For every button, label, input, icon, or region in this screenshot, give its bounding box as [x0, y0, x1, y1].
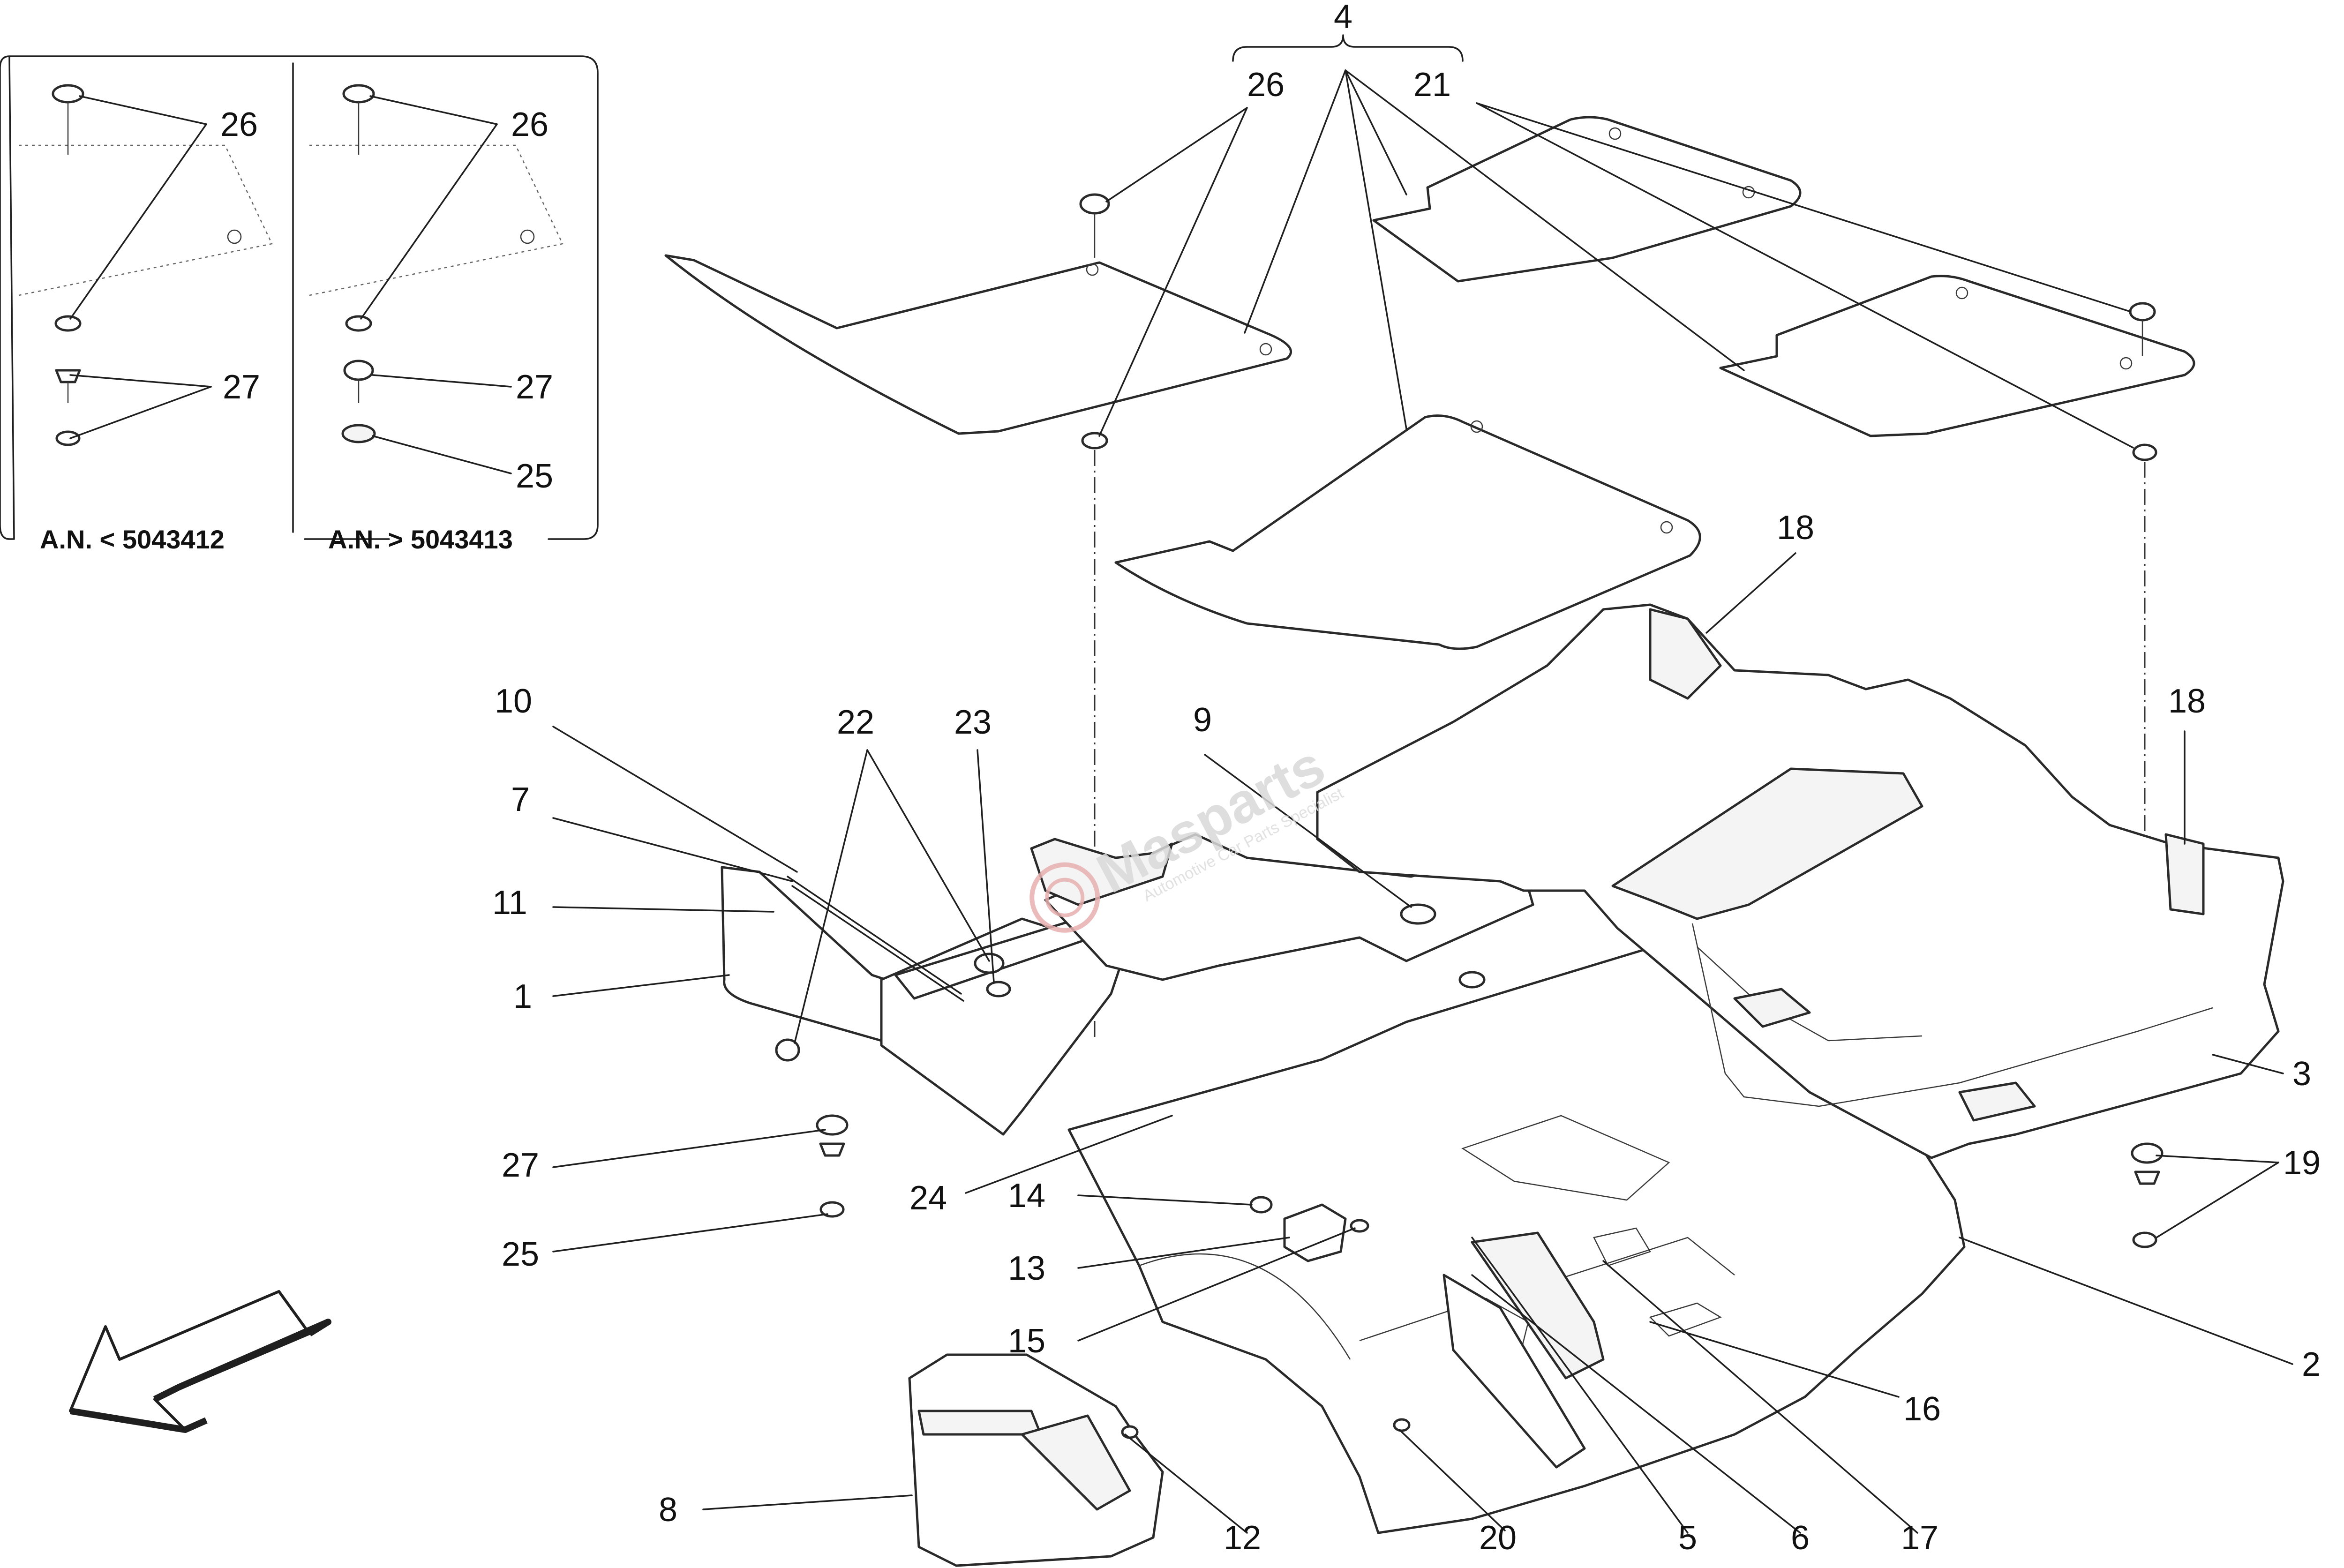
- inset-panel: 26 27 26 27 25 A.N. < 5043412 A.N. > 504…: [0, 55, 599, 554]
- callout-18a: 18: [1777, 509, 1814, 547]
- callout-19: 19: [2283, 1144, 2321, 1182]
- callout-27: 27: [502, 1147, 539, 1184]
- callout-numbers: 4 26 21 18 18 10 7 11 1 22 23 9 27 25 24…: [492, 0, 2321, 1557]
- callout-22: 22: [837, 704, 874, 741]
- callout-23: 23: [954, 704, 992, 741]
- inset-label-left: A.N. < 5043412: [40, 525, 225, 554]
- callout-16: 16: [1903, 1390, 1941, 1428]
- callout-26: 26: [1247, 66, 1285, 104]
- callout-14: 14: [1008, 1177, 1045, 1215]
- floor-carpet-assembly: [721, 603, 2284, 1567]
- callout-24: 24: [909, 1179, 947, 1217]
- callout-11: 11: [492, 884, 527, 922]
- inset-callout-26-right: 26: [511, 106, 548, 143]
- inset-callout-25-right: 25: [516, 458, 553, 495]
- leader-lines: [552, 552, 2293, 1534]
- callout-8: 8: [659, 1491, 677, 1529]
- floor-mats-group: [664, 34, 2195, 1041]
- callout-18b: 18: [2168, 683, 2206, 720]
- callout-10: 10: [495, 683, 532, 720]
- callout-12: 12: [1224, 1519, 1261, 1557]
- callout-1: 1: [513, 978, 532, 1015]
- callout-15: 15: [1008, 1322, 1045, 1360]
- callout-25: 25: [502, 1236, 539, 1273]
- callout-13: 13: [1008, 1250, 1045, 1287]
- inset-callout-27-left: 27: [223, 368, 260, 406]
- callout-3: 3: [2292, 1055, 2311, 1093]
- callout-7: 7: [511, 781, 530, 818]
- callout-9: 9: [1193, 701, 1212, 739]
- front-direction-arrow-icon: [69, 1290, 331, 1433]
- callout-5: 5: [1678, 1519, 1697, 1557]
- inset-callout-27-right: 27: [516, 368, 553, 406]
- inset-label-right: A.N. > 5043413: [328, 525, 513, 554]
- callout-21: 21: [1413, 66, 1451, 104]
- callout-20: 20: [1479, 1519, 1517, 1557]
- inset-callout-26-left: 26: [220, 106, 258, 143]
- callout-17: 17: [1901, 1519, 1938, 1557]
- callout-6: 6: [1791, 1519, 1810, 1557]
- callout-2: 2: [2302, 1346, 2321, 1383]
- callout-4: 4: [1334, 0, 1352, 36]
